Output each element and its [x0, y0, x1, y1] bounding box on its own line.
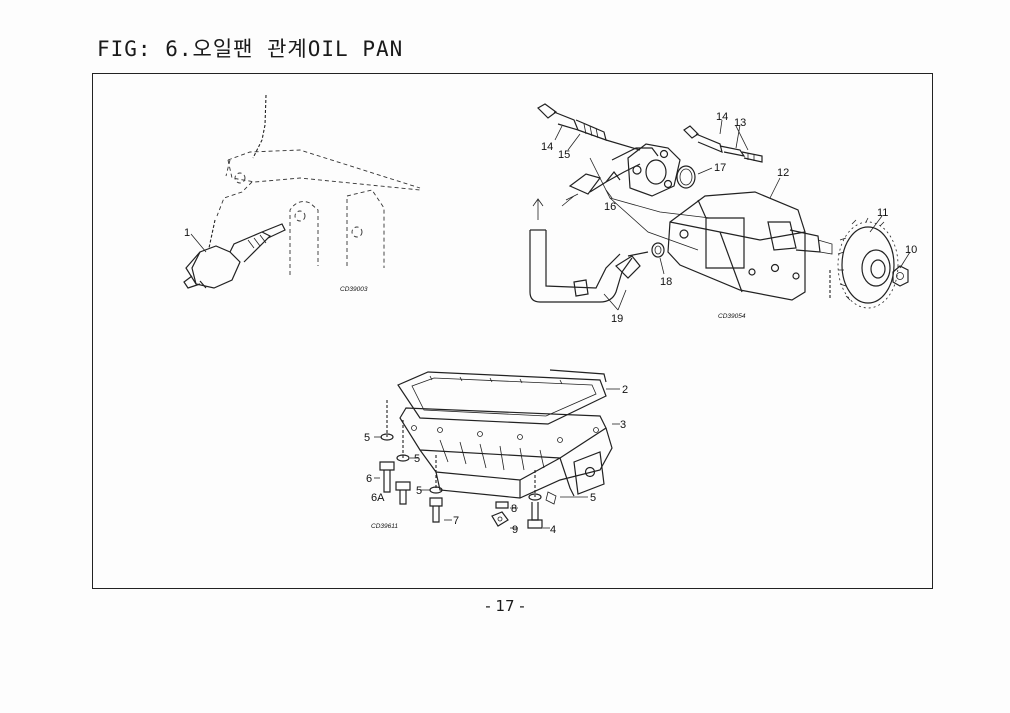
- figure-code-pump: CD39054: [718, 313, 746, 320]
- callout-9: 9: [512, 524, 518, 536]
- pressure-fitting-left: [537, 103, 607, 141]
- callout-18: 18: [660, 276, 672, 288]
- figure-code-pan: CD39611: [371, 523, 398, 530]
- figure-code-sensor: CD39003: [340, 286, 368, 293]
- oil-pipe-elbow: [568, 139, 659, 195]
- callout-5-c: 5: [416, 485, 422, 497]
- callout-12: 12: [777, 167, 789, 179]
- page-number: - 17 -: [485, 597, 525, 615]
- callout-5-a: 5: [364, 432, 370, 444]
- callout-15: 15: [558, 149, 570, 161]
- oil-pump-panel: 14 15 16 14 13 17 12 11 10 18 19 CD39054: [529, 103, 917, 325]
- page-title: FIG: 6.오일팬 관계OIL PAN: [97, 37, 404, 61]
- callout-10: 10: [905, 244, 917, 256]
- diagram-frame: [92, 73, 933, 589]
- oil-pressure-switch: [183, 223, 286, 289]
- oil-pan: [399, 407, 613, 505]
- callout-8: 8: [511, 503, 517, 515]
- callout-11: 11: [877, 207, 888, 219]
- callout-4: 4: [550, 524, 556, 536]
- callout-13: 13: [734, 117, 746, 129]
- callout-14-right: 14: [716, 111, 728, 123]
- pan-gasket: [397, 369, 607, 425]
- sensor-panel: 1 CD39003: [183, 94, 421, 293]
- pressure-fitting-right: [683, 125, 763, 163]
- callout-1: 1: [184, 227, 190, 239]
- callout-16: 16: [604, 201, 616, 213]
- callout-6a: 6A: [371, 492, 385, 504]
- callout-5-d: 5: [590, 492, 596, 504]
- callout-3: 3: [620, 419, 626, 431]
- pump-flange: [627, 143, 681, 197]
- gasket-18: [651, 242, 665, 258]
- suction-pipe: [529, 198, 649, 303]
- callout-7: 7: [453, 515, 459, 527]
- callout-17: 17: [714, 162, 726, 174]
- callout-14-left: 14: [541, 141, 553, 153]
- oil-pump-body: [667, 191, 833, 301]
- gear-nut: [892, 265, 909, 287]
- drive-gear: [829, 217, 899, 309]
- callout-5-b: 5: [414, 453, 420, 465]
- callout-2: 2: [622, 384, 628, 396]
- callout-19: 19: [611, 313, 623, 325]
- o-ring-17: [676, 165, 696, 189]
- pan-bolts: [379, 400, 543, 529]
- callout-6: 6: [366, 473, 372, 485]
- oil-pan-panel: 2 3 5 5 5 5 6 6A 7 8 9 4 CD39611: [364, 369, 628, 536]
